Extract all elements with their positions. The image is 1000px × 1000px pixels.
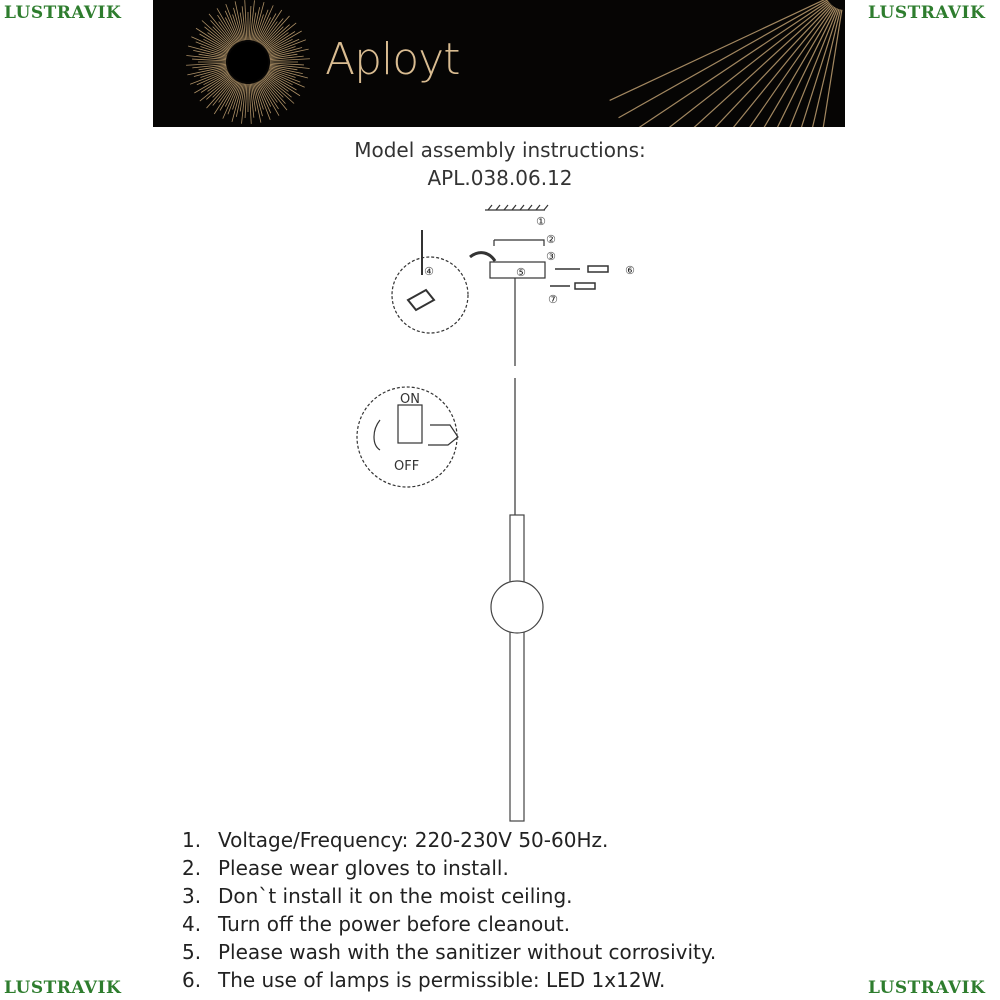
step-marker-5: ⑤	[516, 266, 526, 279]
pendant-lamp	[490, 514, 544, 822]
brand-banner: Aployt	[153, 0, 845, 127]
ceiling-base	[489, 261, 546, 279]
watermark-logo-top-right: LUSTRAVIK	[868, 3, 986, 23]
list-item: 5.Please wash with the sanitizer without…	[182, 940, 717, 964]
list-item: 4.Turn off the power before cleanout.	[182, 912, 571, 936]
sunburst-logo-icon	[186, 0, 843, 127]
page-title: Model assembly instructions:	[354, 138, 646, 162]
step-marker-1: ①	[536, 215, 546, 228]
list-item: 2.Please wear gloves to install.	[182, 856, 509, 880]
watermark-logo-top-left: LUSTRAVIK	[4, 3, 122, 23]
step-marker-7: ⑦	[548, 293, 558, 306]
list-item: 1.Voltage/Frequency: 220-230V 50-60Hz.	[182, 828, 609, 852]
switch-icon	[397, 404, 423, 444]
switch-off-label: OFF	[394, 459, 419, 474]
switch-on-label: ON	[400, 392, 420, 407]
wire-connector-detail	[391, 256, 469, 334]
model-number: APL.038.06.12	[427, 166, 573, 190]
step-marker-4: ④	[424, 265, 434, 278]
ceiling-hatch	[485, 204, 549, 211]
instructions-list: 1.Voltage/Frequency: 220-230V 50-60Hz. 2…	[182, 826, 716, 994]
watermark-logo-bottom-right: LUSTRAVIK	[868, 978, 986, 998]
list-item: 3.Don`t install it on the moist ceiling.	[182, 884, 573, 908]
step-marker-6: ⑥	[625, 264, 635, 277]
wires	[469, 251, 497, 262]
step-marker-3: ③	[546, 250, 556, 263]
list-item: 6.The use of lamps is permissible: LED 1…	[182, 968, 666, 992]
watermark-logo-bottom-left: LUSTRAVIK	[4, 978, 122, 998]
switch-detail	[356, 386, 458, 488]
mounting-bracket	[493, 239, 545, 246]
screwdriver-icon	[550, 265, 609, 290]
step-marker-2: ②	[546, 233, 556, 246]
brand-name: Aployt	[325, 34, 460, 85]
